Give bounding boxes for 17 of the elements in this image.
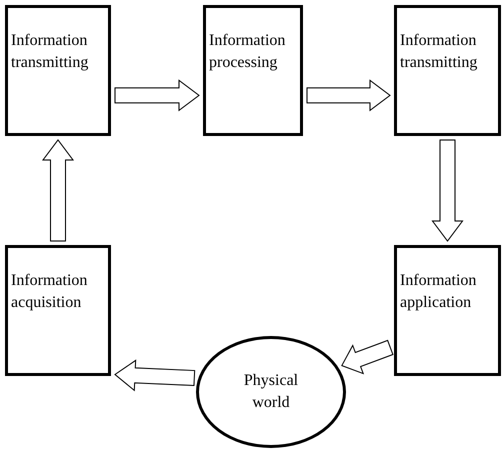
process-box [394,5,501,136]
block-arrow [341,340,394,374]
block-arrow [114,79,200,112]
process-box [5,245,111,376]
block-arrow [114,359,196,392]
block-arrow [306,79,391,112]
node-label: Information acquisition [11,271,88,313]
node-label: Information transmitting [400,31,478,73]
node-label: Information processing [209,31,286,73]
block-arrow [42,139,74,242]
block-arrow [432,140,464,242]
process-box [203,5,303,136]
node-label: Physical world [242,371,300,413]
process-box [5,5,111,136]
process-box [394,245,501,376]
node-label: Information transmitting [11,31,90,73]
node-label: Information application [400,271,478,313]
